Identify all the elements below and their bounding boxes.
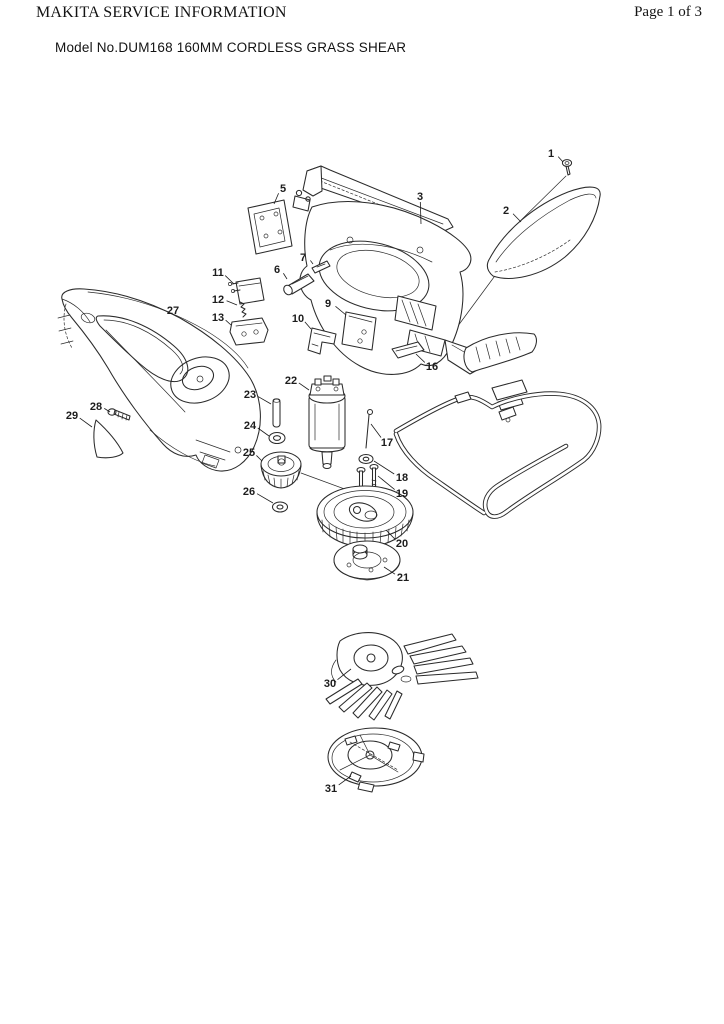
leader-line (377, 475, 395, 490)
plate-part-5 (247, 199, 293, 255)
leader-line (304, 321, 312, 330)
bar-part-16 (391, 341, 425, 359)
leader-line (225, 319, 232, 326)
part-number-label: 7 (300, 252, 306, 264)
leader-line (224, 275, 235, 285)
part-number-label: 13 (212, 312, 224, 324)
model-line: Model No.DUM168 160MM CORDLESS GRASS SHE… (55, 40, 407, 55)
motor-part-22 (308, 375, 346, 470)
part-number-label: 9 (325, 298, 331, 310)
part-number-label: 28 (90, 401, 102, 413)
flat-piece-part-29 (93, 419, 124, 459)
leader-line (512, 213, 522, 223)
part-number-label: 3 (417, 191, 423, 203)
sleeve-part-6 (283, 273, 315, 296)
leader-line (257, 427, 270, 437)
part-number-label: 12 (212, 294, 224, 306)
leader-line (256, 455, 263, 462)
box-part-9 (341, 311, 377, 351)
screw-part-28 (107, 408, 131, 421)
part-number-label: 1 (548, 148, 554, 160)
part-number-label: 26 (243, 486, 255, 498)
part-number-label: 31 (325, 783, 337, 795)
pin-part-17 (365, 408, 374, 449)
screws-part-19 (356, 463, 379, 490)
part-number-label: 23 (244, 389, 256, 401)
part-number-label: 29 (66, 410, 78, 422)
bevel-gear-part-25 (260, 451, 302, 489)
part-number-label: 5 (280, 183, 286, 195)
leader-line (419, 201, 422, 225)
leader-line (257, 396, 272, 405)
shear-blade-part-30 (325, 632, 479, 721)
leader-line (373, 460, 395, 475)
leader-line (557, 156, 564, 163)
leader-line (226, 300, 238, 306)
washer-part-24 (268, 431, 286, 445)
switch-part-11 (228, 277, 265, 305)
bracket-part-13 (229, 317, 269, 346)
leader-line (383, 566, 396, 575)
washer-part-26 (271, 501, 289, 513)
washer-part-18 (358, 453, 374, 465)
bracket-part-10 (307, 327, 337, 355)
page-number-label: Page 1 of 3 (634, 4, 702, 20)
part-number-label: 24 (244, 420, 257, 432)
leader-line (298, 382, 310, 391)
base-plate-part-31 (327, 727, 425, 793)
leader-line (337, 668, 352, 680)
part-number-label: 30 (324, 678, 336, 690)
handle-frame (393, 391, 602, 519)
leader-line (415, 353, 426, 363)
leader-line (273, 193, 279, 205)
part-number-label: 2 (503, 205, 509, 217)
callouts-layer: 1235679101112131617181920212223242526272… (66, 148, 564, 795)
leader-line (370, 423, 382, 438)
part-number-label: 18 (396, 472, 408, 484)
leader-line (79, 417, 93, 428)
spring-part-12 (239, 301, 247, 318)
screw-part-1 (561, 159, 573, 176)
pin-part-23 (272, 398, 281, 428)
part-number-label: 21 (397, 572, 409, 584)
body-part-27 (57, 288, 261, 472)
part-number-label: 20 (396, 538, 408, 550)
leader-line (310, 260, 314, 265)
page-title: MAKITA SERVICE INFORMATION (36, 4, 287, 21)
leader-line (385, 529, 396, 540)
leader-line (338, 775, 352, 786)
part-number-label: 19 (396, 488, 408, 500)
part-number-label: 16 (426, 361, 438, 373)
leader-line (283, 273, 288, 280)
leader-line (335, 306, 347, 316)
part-number-label: 27 (167, 305, 179, 317)
blade-cover-part-2 (486, 186, 601, 279)
leader-line (256, 493, 274, 504)
part-number-label: 25 (243, 447, 255, 459)
part-number-label: 10 (292, 313, 304, 325)
part-number-label: 6 (274, 264, 280, 276)
leader-line (104, 408, 111, 413)
part-number-label: 22 (285, 375, 297, 387)
housing-part-3 (292, 165, 489, 375)
pin-part-7 (311, 260, 331, 274)
part-number-label: 17 (381, 437, 393, 449)
cam-plate-part-21 (333, 540, 401, 581)
part-number-label: 11 (212, 267, 224, 279)
